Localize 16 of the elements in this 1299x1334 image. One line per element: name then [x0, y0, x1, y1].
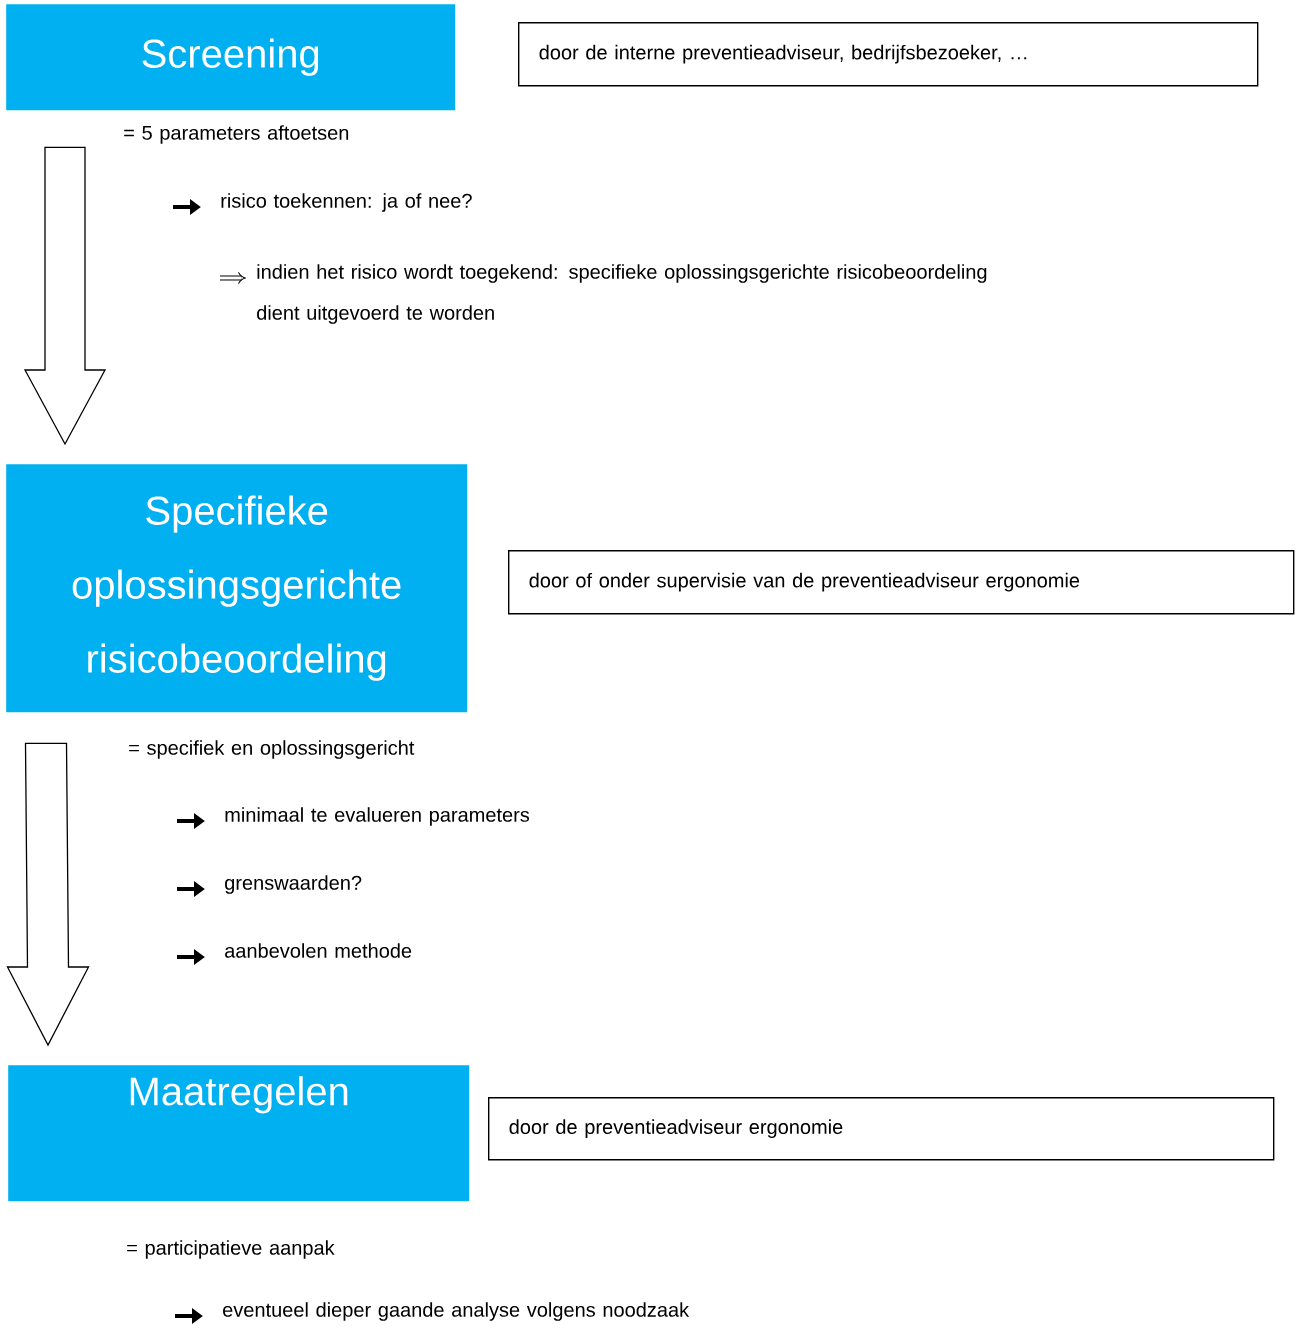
note-text: aanbevolen methode	[225, 943, 412, 958]
note-box: door of onder supervisie van de preventieadviseur ergonomie	[508, 550, 1295, 615]
title-box: Specifieke oplossingsgerichte risicobeoordeling	[6, 464, 468, 713]
block-arrow	[23, 146, 107, 446]
block-arrow	[6, 742, 90, 1047]
note-text: = specifiek en oplossingsgericht	[129, 740, 415, 759]
note-text: indien het risico wordt toegekend: specifieke oplossingsgerichte risicobeoordeling dient uitgevoerd te worden	[257, 264, 987, 324]
title-box: Screening	[6, 4, 456, 111]
note-text: eventueel dieper gaande analyse volgens noodzaak	[223, 1302, 690, 1321]
note-text: minimaal te evalueren parameters	[225, 807, 530, 826]
note-box: door de preventieadviseur ergonomie	[488, 1097, 1275, 1161]
note-box: door de interne preventieadviseur, bedrijfsbezoeker, …	[518, 22, 1259, 87]
title-box: Maatregelen	[8, 1065, 470, 1202]
note-text: grenswaarden?	[225, 875, 362, 894]
note-text: risico toekennen: ja of nee?	[221, 193, 472, 212]
note-text: = participatieve aanpak	[127, 1240, 335, 1259]
